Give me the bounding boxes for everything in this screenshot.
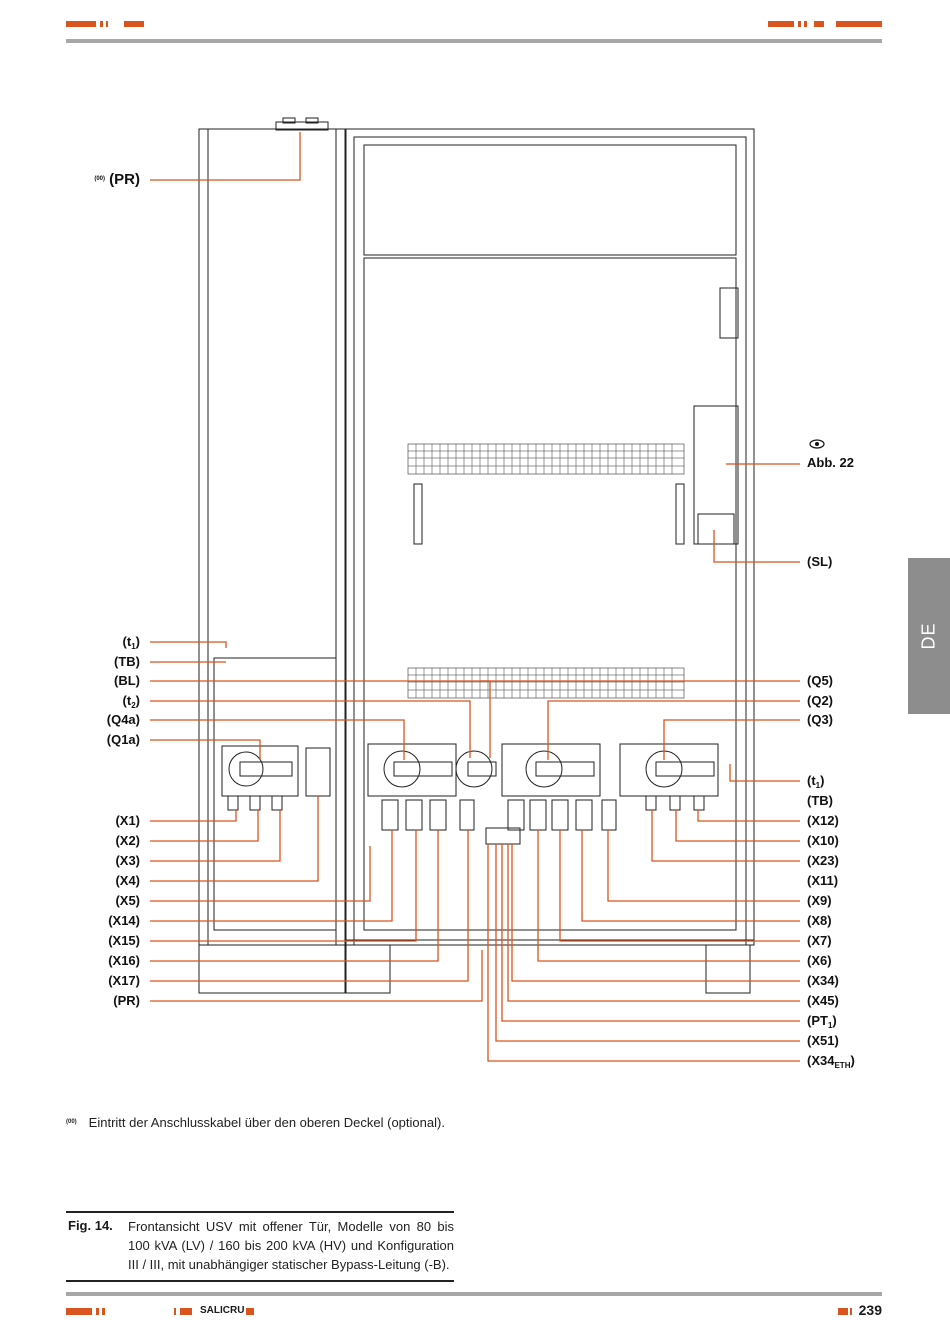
footer-mark-left-2 [96,1308,99,1315]
label-subscript: ETH [834,1061,851,1070]
language-tab-label: DE [918,622,939,650]
label-t2: (t2) [123,693,140,711]
label-q3: (Q3) [807,712,833,727]
label-x15: (X15) [108,933,140,948]
label-subscript: 2 [131,701,136,710]
header-mark-left [66,21,96,27]
label-text: (t [122,693,132,708]
label-x12: (X12) [807,813,839,828]
label-x1: (X1) [115,813,140,828]
label-x8: (X8) [807,913,832,928]
label-pr-top: (00) (PR) [94,172,140,191]
label-x17: (X17) [108,973,140,988]
header-mark-left-3 [106,21,108,27]
label-tail: ) [135,634,140,649]
header-mark-left-4 [124,21,144,27]
footer-page-mark-2 [850,1308,852,1315]
footer-brand-mark-right [246,1308,254,1315]
label-text: (t [807,773,816,788]
label-q4a: (Q4a) [106,712,140,727]
label-q2: (Q2) [807,693,833,708]
label-x14: (X14) [108,913,140,928]
footer-brand-mark-left-2 [180,1308,192,1315]
label-x51: (X51) [807,1033,839,1048]
label-x3: (X3) [115,853,140,868]
footnote-text: Eintritt der Anschlusskabel über den obe… [88,1115,445,1130]
label-bl: (BL) [114,673,140,688]
footer-brand-mark-left [174,1308,176,1315]
language-tab: DE [908,558,950,714]
label-tail: ) [832,1013,837,1028]
label-x10: (X10) [807,833,839,848]
figure-number: Fig. 14. [68,1218,113,1233]
footer-mark-left-3 [102,1308,105,1315]
label-x11: (X11) [807,873,839,888]
eye-icon [809,436,825,449]
label-subscript: 1 [815,781,821,790]
footnote-mark: (00) [66,1119,77,1125]
label-text: (PR) [109,171,140,188]
label-tail: ) [820,773,825,788]
label-abb22: Abb. 22 [807,455,854,470]
label-x9: (X9) [807,893,832,908]
label-text: (X34 [807,1053,835,1068]
figure-caption: Fig. 14. Frontansicht USV mit offener Tü… [66,1211,454,1282]
label-tail: ) [850,1053,855,1068]
label-t1-left: (t1) [123,634,140,652]
header-mark-right-5 [836,21,882,27]
label-tb-left: (TB) [114,654,140,669]
header-mark-right-4 [814,21,824,27]
label-x34: (X34) [807,973,839,988]
header-mark-right-2 [798,21,801,27]
label-text: (t [122,634,132,649]
superscript-00: (00) [94,176,105,182]
figure-caption-text: Frontansicht USV mit offener Tür, Modell… [128,1219,454,1272]
label-x16: (X16) [108,953,140,968]
label-text: (PT [807,1013,828,1028]
header-mark-right [768,21,794,27]
label-x7: (X7) [807,933,832,948]
label-pt1: (PT1) [807,1013,837,1031]
footer-page-mark [838,1308,848,1315]
label-x2: (X2) [115,833,140,848]
header-rule [66,39,882,43]
footer-mark-left [66,1308,92,1315]
label-sl: (SL) [807,554,833,569]
label-subscript: 1 [827,1021,833,1030]
label-x6: (X6) [807,953,832,968]
label-tb-right: (TB) [807,793,833,808]
header-mark-left-2 [100,21,103,27]
label-pr-bottom: (PR) [113,993,140,1008]
label-q1a: (Q1a) [106,732,140,747]
footnote: (00) Eintritt der Anschlusskabel über den… [66,1115,445,1130]
label-x34eth: (X34ETH) [807,1053,855,1071]
label-t1-right: (t1) [807,773,824,791]
page-number: 239 [858,1302,882,1318]
label-q5: (Q5) [807,673,833,688]
label-x23: (X23) [807,853,839,868]
label-subscript: 1 [131,642,136,651]
header-mark-right-3 [804,21,807,27]
footer-brand: SALICRU [200,1305,245,1316]
footer-rule [66,1292,882,1296]
label-x5: (X5) [115,893,140,908]
label-x4: (X4) [115,873,140,888]
label-x45: (X45) [807,993,839,1008]
label-tail: ) [135,693,140,708]
